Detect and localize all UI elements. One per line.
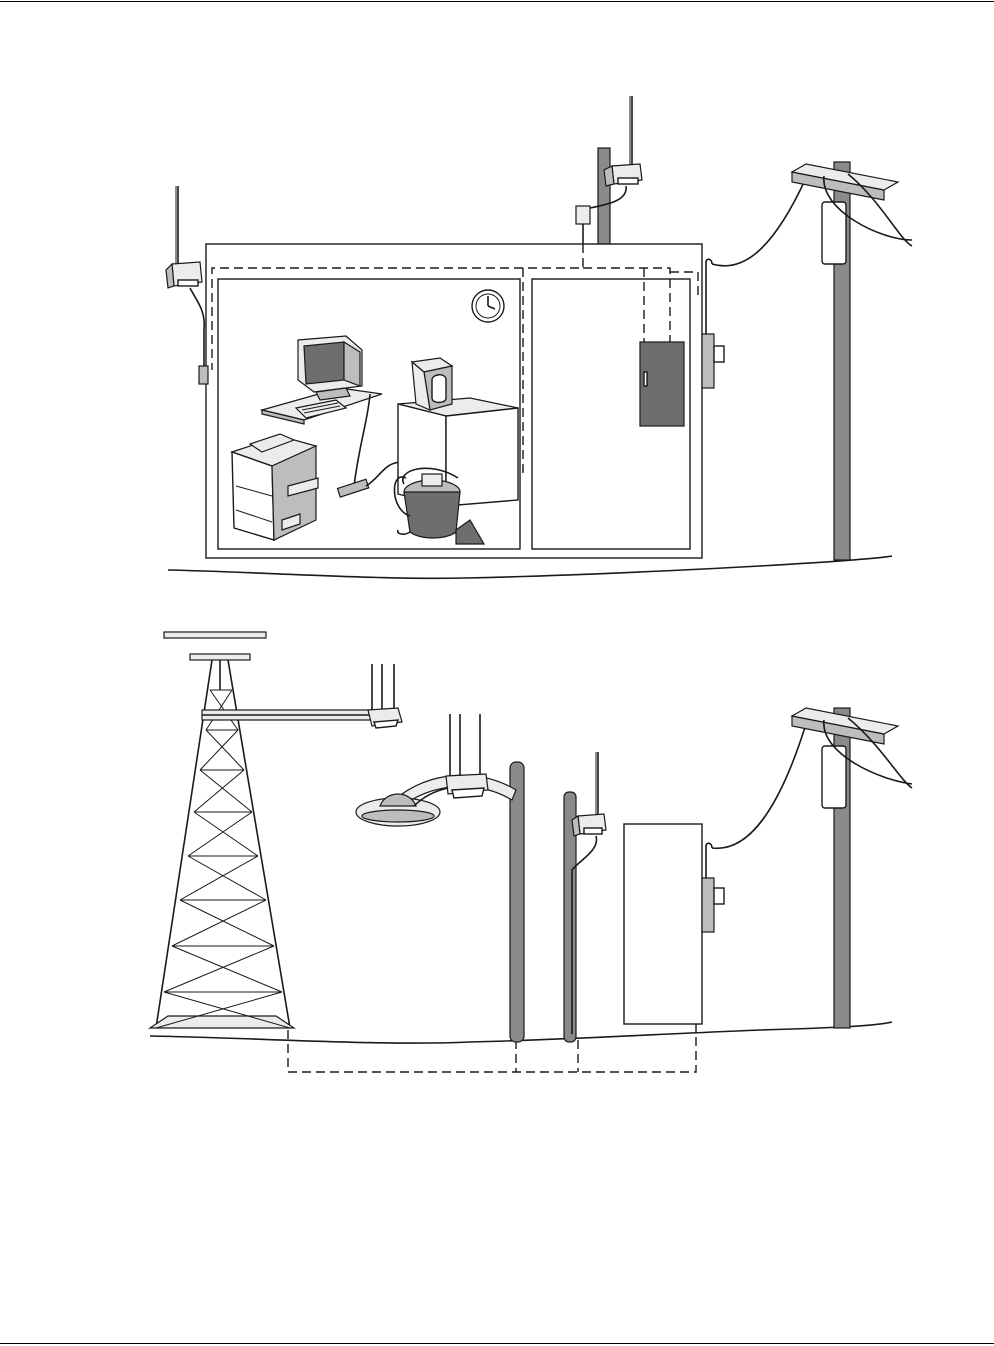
ground-line-top xyxy=(168,556,892,578)
printer xyxy=(232,434,318,540)
junction-box-roof xyxy=(576,206,590,224)
equipment-cabinet xyxy=(624,824,702,1024)
lattice-tower xyxy=(150,632,372,1028)
radio-wall xyxy=(166,186,208,384)
wall-clock xyxy=(472,290,504,322)
outdoor-installation xyxy=(150,632,912,1072)
street-light xyxy=(356,762,524,1042)
utility-pole-transformer xyxy=(792,162,912,560)
utility-meter-outdoor xyxy=(702,724,806,932)
radio-on-tower-arm xyxy=(368,664,402,728)
coffee-maker xyxy=(412,358,452,410)
roof-pole xyxy=(598,148,610,244)
radio-on-pole xyxy=(564,752,606,1042)
building-installation xyxy=(166,96,912,578)
utility-pole-transformer-outdoor xyxy=(792,708,912,1028)
utility-meter xyxy=(702,178,806,388)
